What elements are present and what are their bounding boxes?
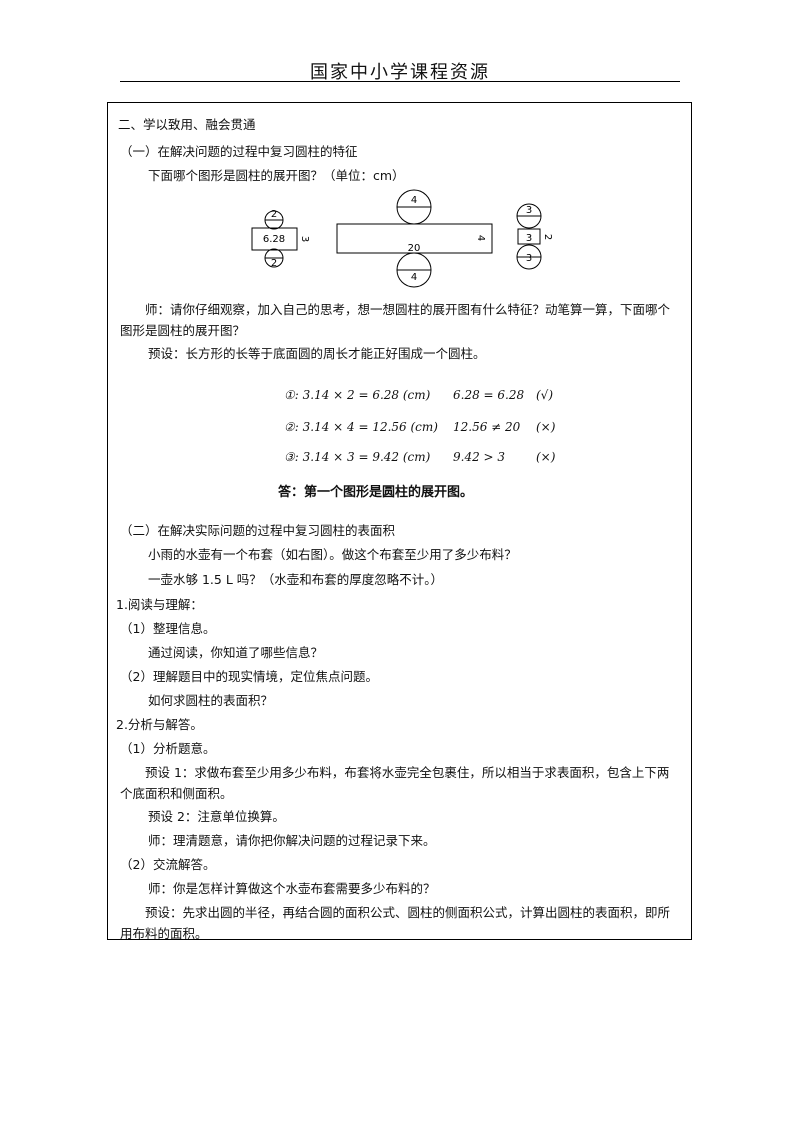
f1-top-label: 2 (271, 209, 277, 220)
step-1-1-title: （1）整理信息。 (120, 621, 216, 636)
preset-analysis-2: 预设 2：注意单位换算。 (148, 809, 285, 824)
f2-side-label: 4 (475, 235, 486, 241)
page-header-title: 国家中小学课程资源 (310, 62, 490, 83)
calc-line-2a: ②: 3.14 × 4 = 12.56 (cm) (284, 420, 438, 434)
calc-line-3b: 9.42 > 3 (453, 450, 506, 464)
f1-side-label: 3 (299, 236, 310, 242)
step-1-1-text: 通过阅读，你知道了哪些信息？ (148, 645, 324, 660)
teacher-prompt-3: 师：你是怎样计算做这个水壶布套需要多少布料的？ (148, 881, 436, 896)
f2-bottom-label: 4 (411, 272, 417, 283)
calc-line-1b: 6.28 = 6.28 (453, 388, 525, 402)
calc-line-2b: 12.56 ≠ 20 (453, 420, 521, 434)
preset-analysis-1: 预设 1：求做布套至少用多少布料，布套将水壶完全包裹住，所以相当于求表面积，包含… (120, 765, 670, 801)
teacher-prompt-1: 师：请你仔细观察，加入自己的思考，想一想圆柱的展开图有什么特征？动笔算一算，下面… (120, 302, 671, 338)
step-1-2-title: （2）理解题目中的现实情境，定位焦点问题。 (120, 669, 378, 684)
f3-rectangle (517, 228, 541, 245)
calc-line-1c: (√) (536, 388, 554, 402)
net-figures: 2 6.28 3 2 4 20 4 4 3 3 2 3 (251, 189, 553, 288)
step-1-title: 1.阅读与理解： (116, 597, 203, 612)
calc-line-1a: ①: 3.14 × 2 = 6.28 (cm) (284, 388, 431, 402)
content-box: 二、学以致用、融会贯通 （一）在解决问题的过程中复习圆柱的特征 下面哪个图形是圆… (107, 102, 692, 941)
calc-line-3c: (×) (536, 450, 556, 464)
question-text: 下面哪个图形是圆柱的展开图？（单位：cm） (148, 168, 405, 183)
calc-line-2c: (×) (536, 420, 556, 434)
figure-1 (251, 210, 298, 268)
step-2-2-title: （2）交流解答。 (120, 857, 216, 872)
step-1-2-text: 如何求圆柱的表面积？ (148, 693, 274, 708)
section-title: 二、学以致用、融会贯通 (118, 117, 256, 132)
figure-2 (336, 189, 493, 288)
teacher-prompt-2: 师：理清题意，请你把你解决问题的过程记录下来。 (148, 833, 436, 848)
header-rule (120, 81, 680, 82)
problem-line-1: 小雨的水壶有一个布套（如右图）。做这个布套至少用了多少布料？ (148, 547, 517, 562)
subsection-2-title: （二）在解决实际问题的过程中复习圆柱的表面积 (120, 523, 396, 538)
f1-rectangle (251, 227, 298, 251)
preset-1: 预设：长方形的长等于底面圆的周长才能正好围成一个圆柱。 (148, 346, 486, 361)
step-2-title: 2.分析与解答。 (116, 717, 203, 732)
step-2-1-title: （1）分析题意。 (120, 741, 216, 756)
f3-side-label: 2 (542, 234, 553, 240)
f3-bottom-label: 3 (526, 253, 532, 264)
f1-rect-label: 6.28 (263, 234, 285, 245)
f3-rect-label: 3 (526, 233, 532, 244)
figure-3 (516, 203, 542, 270)
preset-solution: 预设：先求出圆的半径，再结合圆的面积公式、圆柱的侧面积公式，计算出圆柱的表面积，… (120, 905, 671, 941)
f2-top-label: 4 (411, 195, 417, 206)
f2-length-label: 20 (408, 243, 421, 254)
f3-top-label: 3 (526, 205, 532, 216)
f1-bottom-label: 2 (271, 258, 277, 269)
problem-line-2: 一壶水够 1.5 L 吗？（水壶和布套的厚度忽略不计。） (148, 572, 444, 587)
calc-line-3a: ③: 3.14 × 3 = 9.42 (cm) (284, 450, 431, 464)
handwritten-answer: 答：第一个图形是圆柱的展开图。 (278, 485, 474, 500)
subsection-1-title: （一）在解决问题的过程中复习圆柱的特征 (120, 144, 358, 159)
